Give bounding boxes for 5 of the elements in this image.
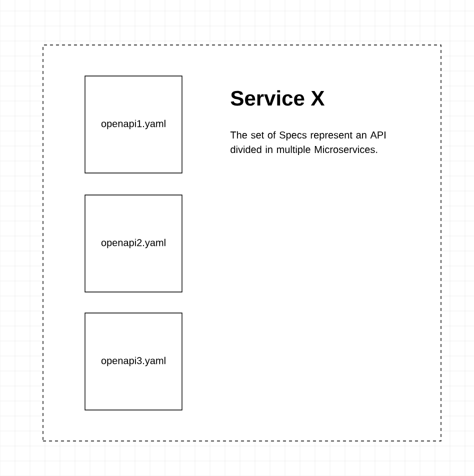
- file-box: openapi3.yaml: [84, 312, 182, 410]
- file-box: openapi2.yaml: [84, 194, 182, 292]
- description: The set of Specs represent an API divided in multiple Microservices.: [230, 131, 386, 155]
- file-box: openapi1.yaml: [84, 76, 182, 174]
- heading: Service X: [230, 90, 325, 106]
